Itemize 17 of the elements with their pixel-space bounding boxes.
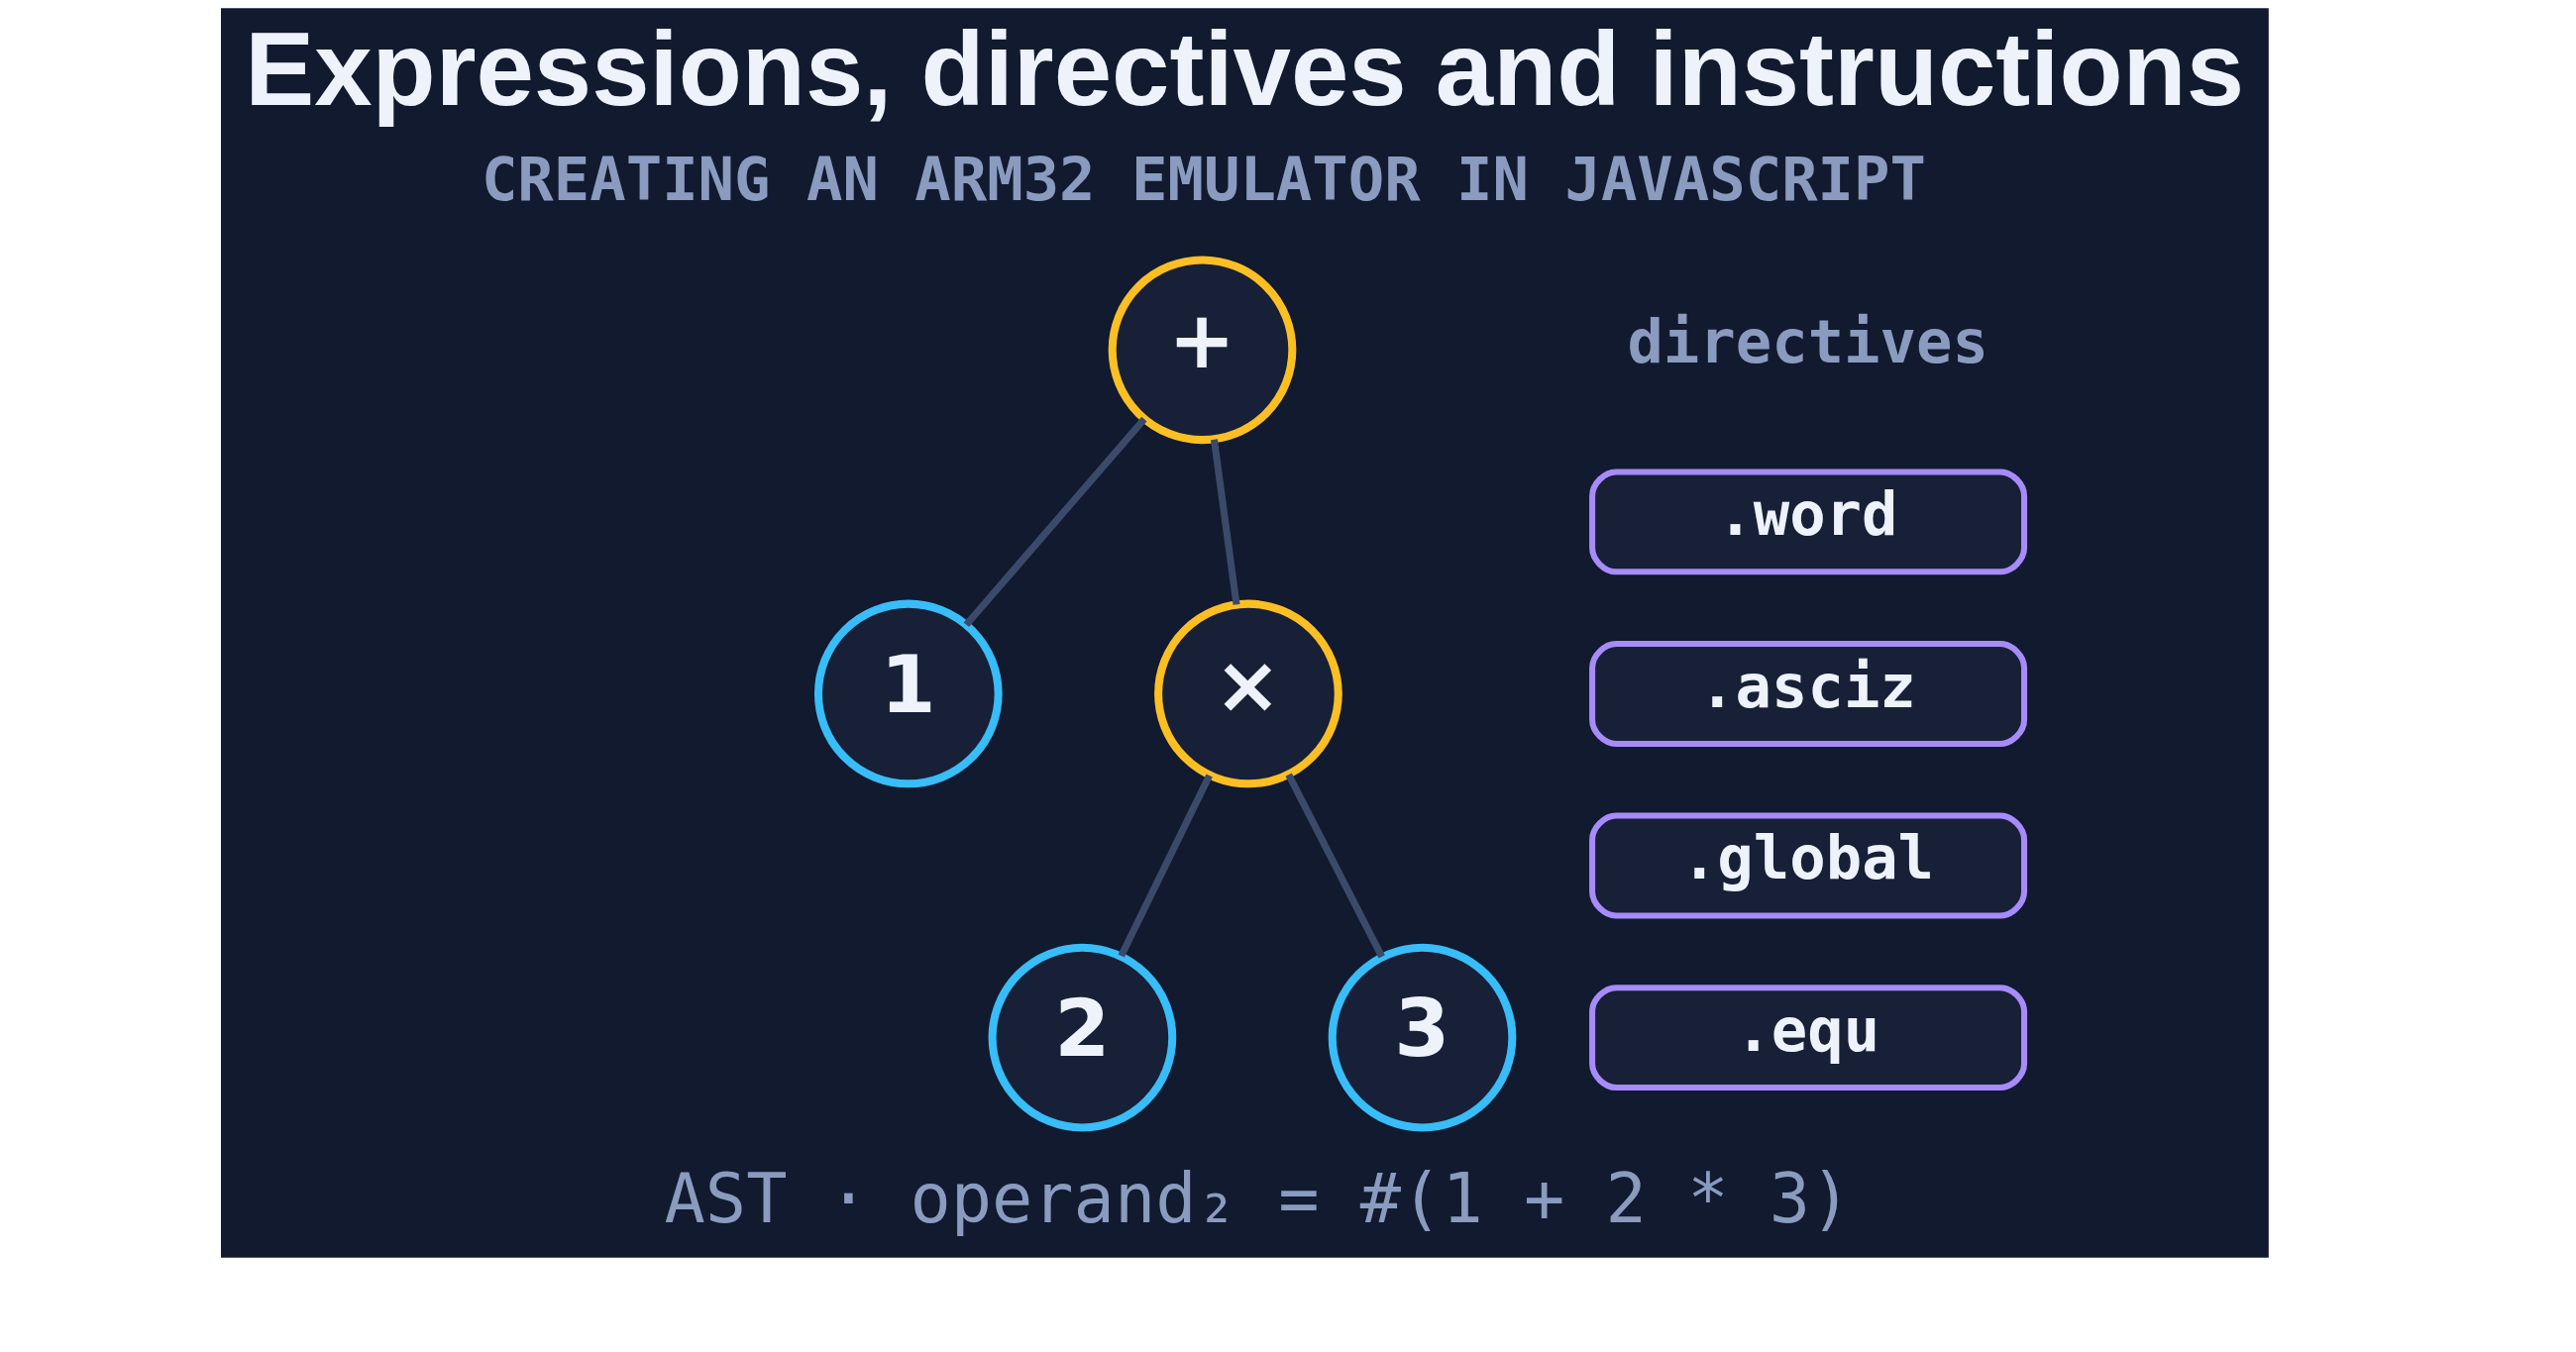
caption: AST · operand₂ = #(1 + 2 * 3)	[664, 1158, 1852, 1238]
label: directives	[1627, 307, 1988, 377]
node-circle: +	[1108, 256, 1297, 445]
node-circle: 2	[988, 943, 1177, 1132]
node-box: .asciz	[1589, 640, 2028, 747]
diagram-title: Expressions, directives and instructions	[245, 11, 2245, 128]
node-circle: ×	[1154, 599, 1342, 788]
connector	[1210, 439, 1240, 605]
node-circle: 3	[1328, 943, 1517, 1132]
connector	[1118, 774, 1213, 958]
node-circle: 1	[813, 599, 1003, 788]
connector	[1285, 773, 1385, 959]
node-box: .global	[1589, 812, 2028, 919]
node-box: .equ	[1589, 985, 2028, 1092]
node-box: .word	[1589, 468, 2028, 575]
label: CREATING AN ARM32 EMULATOR IN JAVASCRIPT	[481, 144, 1926, 214]
connector	[963, 416, 1147, 628]
